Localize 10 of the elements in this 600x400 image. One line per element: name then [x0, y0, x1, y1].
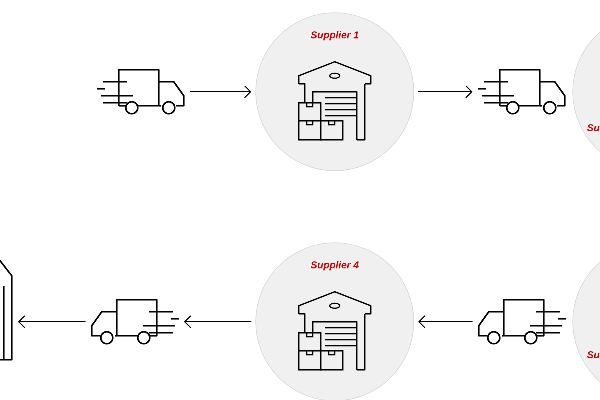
arrow [190, 86, 252, 98]
arrow [184, 316, 252, 328]
truck-icon [97, 69, 185, 115]
arrow [418, 316, 473, 328]
truck-icon [478, 69, 566, 115]
truck-icon [91, 299, 179, 345]
arrow [418, 86, 473, 98]
truck-icon [478, 299, 566, 345]
building-icon [0, 258, 13, 361]
arrow [18, 316, 86, 328]
